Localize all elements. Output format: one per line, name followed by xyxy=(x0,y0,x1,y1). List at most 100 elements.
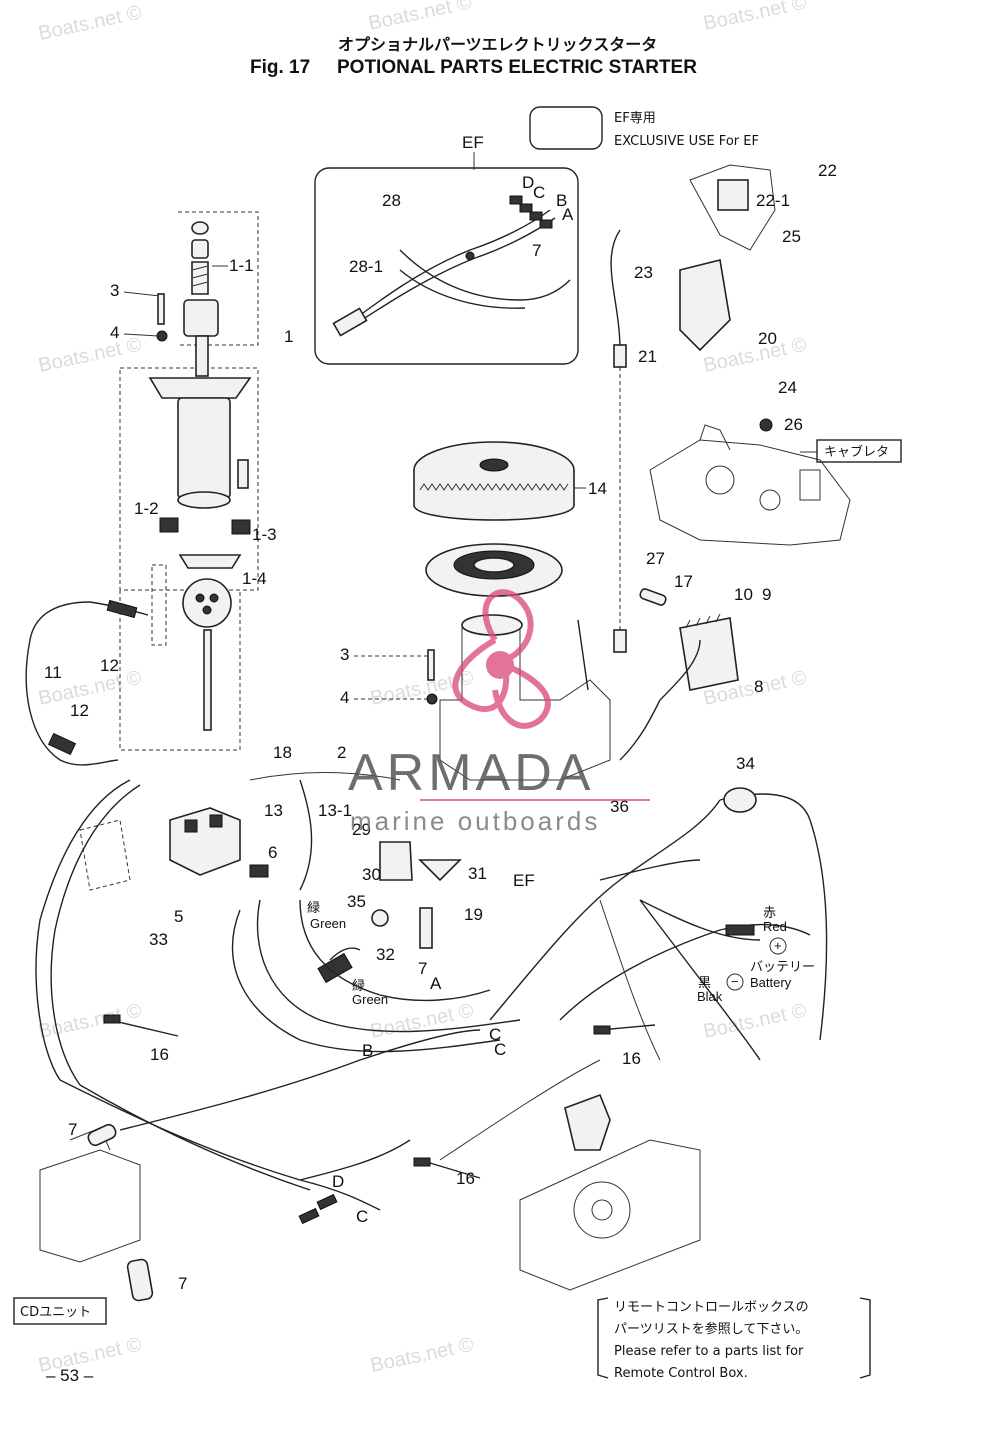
label-battery: Battery xyxy=(750,975,792,990)
flywheel xyxy=(413,441,575,597)
callout-D-inset: D xyxy=(522,173,534,192)
callout-C-inset: C xyxy=(533,183,545,202)
callout-29: 29 xyxy=(352,820,371,839)
callout-8: 8 xyxy=(754,677,763,696)
callout-2: 2 xyxy=(337,743,346,762)
callout-27: 27 xyxy=(646,549,665,568)
armada-logo-text: ARMADA xyxy=(348,744,594,802)
figure-title: POTIONAL PARTS ELECTRIC STARTER xyxy=(337,57,697,78)
ef-switch-bracket xyxy=(317,841,462,984)
note-english-line-1: Please refer to a parts list for xyxy=(614,1344,804,1359)
title-japanese: オプショナルパーツエレクトリックスタータ xyxy=(338,35,657,54)
main-wiring-harness xyxy=(35,639,828,1211)
propeller-logo-icon xyxy=(482,589,534,663)
callout-3-starter: 3 xyxy=(110,281,119,300)
callout-C-center-2: C xyxy=(494,1040,506,1059)
callout-23: 23 xyxy=(634,263,653,282)
label-green-2: Green xyxy=(352,992,388,1007)
watermark-text: Boats.net © xyxy=(701,1000,808,1043)
label-green-2-jp: 緑 xyxy=(352,978,365,993)
carburetor-label-box xyxy=(816,439,902,463)
callout-D-bottom: D xyxy=(332,1172,344,1191)
callout-18: 18 xyxy=(273,743,292,762)
label-green-1: Green xyxy=(310,916,346,931)
callout-28: 28 xyxy=(382,191,401,210)
cable-ties xyxy=(103,1014,656,1179)
callout-A-inset: A xyxy=(562,205,574,224)
choke-bracket xyxy=(610,164,776,653)
positive-terminal-icon xyxy=(769,937,787,955)
plus-sign: + xyxy=(774,938,782,953)
armada-logo-subtext: marine outboards xyxy=(350,806,600,836)
starter-motor xyxy=(119,211,259,751)
callout-7-cd-top: 7 xyxy=(68,1120,77,1139)
callout-16-bottom: 16 xyxy=(456,1169,475,1188)
callout-4-starter: 4 xyxy=(110,323,119,342)
callout-C-bottom: C xyxy=(356,1207,368,1226)
note-bracket xyxy=(597,1297,871,1379)
cd-unit-label-box xyxy=(13,1297,107,1325)
callout-19: 19 xyxy=(464,905,483,924)
minus-sign: − xyxy=(731,974,739,989)
callout-13: 13 xyxy=(264,801,283,820)
callout-33: 33 xyxy=(149,930,168,949)
callout-6: 6 xyxy=(268,843,277,862)
note-japanese-line-2: パーツリストを参照して下さい。 xyxy=(614,1321,808,1337)
callout-4-engine: 4 xyxy=(340,688,349,707)
callout-14: 14 xyxy=(588,479,607,498)
callout-22: 22 xyxy=(818,161,837,180)
callout-22-1: 22-1 xyxy=(756,191,790,210)
callout-26: 26 xyxy=(784,415,803,434)
watermark-text: Boats.net © xyxy=(701,334,808,377)
callout-28-1: 28-1 xyxy=(349,257,383,276)
negative-terminal-icon xyxy=(726,973,744,991)
ef-legend-box xyxy=(529,106,603,150)
label-red-jp: 赤 xyxy=(763,905,776,920)
carburetor xyxy=(649,424,851,546)
callout-1-4: 1-4 xyxy=(242,569,267,588)
callout-7-inset: 7 xyxy=(532,241,541,260)
callout-25: 25 xyxy=(782,227,801,246)
callout-C-center-1: C xyxy=(489,1025,501,1044)
note-japanese-line-1: リモートコントロールボックスの xyxy=(614,1300,809,1315)
rectifier xyxy=(679,613,739,691)
callout-31: 31 xyxy=(468,864,487,883)
callout-17: 17 xyxy=(674,572,693,591)
callout-20: 20 xyxy=(758,329,777,348)
remote-control-box xyxy=(519,1093,701,1291)
callout-1-3: 1-3 xyxy=(252,525,277,544)
ef-legend-jp: EF専用 xyxy=(614,111,656,126)
callout-ef-mid: EF xyxy=(513,871,535,890)
callout-30: 30 xyxy=(362,865,381,884)
callout-12-bottom: 12 xyxy=(70,701,89,720)
figure-label: Fig. 17 xyxy=(250,57,310,78)
callout-11: 11 xyxy=(44,663,62,682)
callout-1-1: 1-1 xyxy=(229,256,254,275)
cd-unit xyxy=(39,1123,154,1302)
label-red: Red xyxy=(763,919,787,934)
callout-10: 10 xyxy=(734,585,753,604)
callout-1-2: 1-2 xyxy=(134,499,159,518)
callout-13-1: 13-1 xyxy=(318,801,352,820)
ef-inset-harness xyxy=(332,195,571,337)
callout-A-center: A xyxy=(430,974,442,993)
callout-1: 1 xyxy=(284,327,293,346)
battery-cable xyxy=(25,601,119,766)
carburetor-label: キャブレタ xyxy=(824,444,889,460)
watermark-text: Boats.net © xyxy=(701,0,808,35)
callout-35: 35 xyxy=(347,892,366,911)
callout-24: 24 xyxy=(778,378,797,397)
label-battery-jp: バッテリー xyxy=(750,959,815,974)
cd-unit-label: CDユニット xyxy=(20,1305,91,1320)
callout-32: 32 xyxy=(376,945,395,964)
note-english-line-2: Remote Control Box. xyxy=(614,1366,748,1381)
watermark-text: Boats.net © xyxy=(36,334,143,377)
callout-7-center: 7 xyxy=(418,959,427,978)
starter-solenoid xyxy=(79,807,269,891)
callout-12-top: 12 xyxy=(100,656,119,675)
label-black-jp: 黒 xyxy=(698,975,711,990)
watermark-text: Boats.net © xyxy=(368,1334,475,1377)
ef-inset-tag: EF xyxy=(462,133,484,152)
watermark-text: Boats.net © xyxy=(366,0,473,35)
